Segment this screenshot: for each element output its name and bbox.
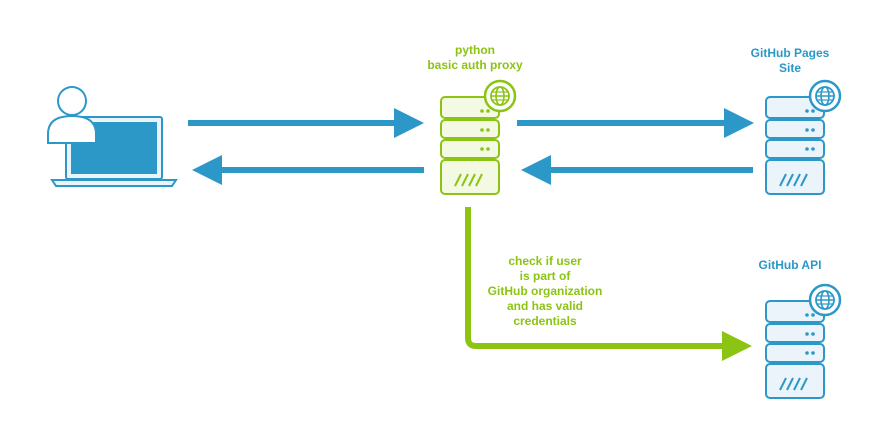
client-node [47, 86, 178, 187]
proxy-label: python basic auth proxy [427, 43, 523, 72]
arrow-proxy-to-pages [517, 108, 754, 138]
api-label: GitHub API [758, 258, 822, 272]
arrow-pages-to-proxy [521, 155, 753, 185]
check-edge-label: check if user is part of GitHub organiza… [487, 254, 603, 328]
proxy-server-icon [440, 96, 500, 195]
pages-server-icon [765, 96, 825, 195]
arrow-proxy-to-client [192, 155, 424, 185]
arrow-proxy-to-api [465, 207, 752, 361]
globe-icon [808, 283, 842, 317]
arrow-client-to-proxy [188, 108, 424, 138]
user-icon [47, 86, 97, 144]
pages-label: GitHub Pages Site [750, 46, 830, 75]
globe-icon [483, 79, 517, 113]
globe-icon [808, 79, 842, 113]
api-server-icon [765, 300, 825, 399]
